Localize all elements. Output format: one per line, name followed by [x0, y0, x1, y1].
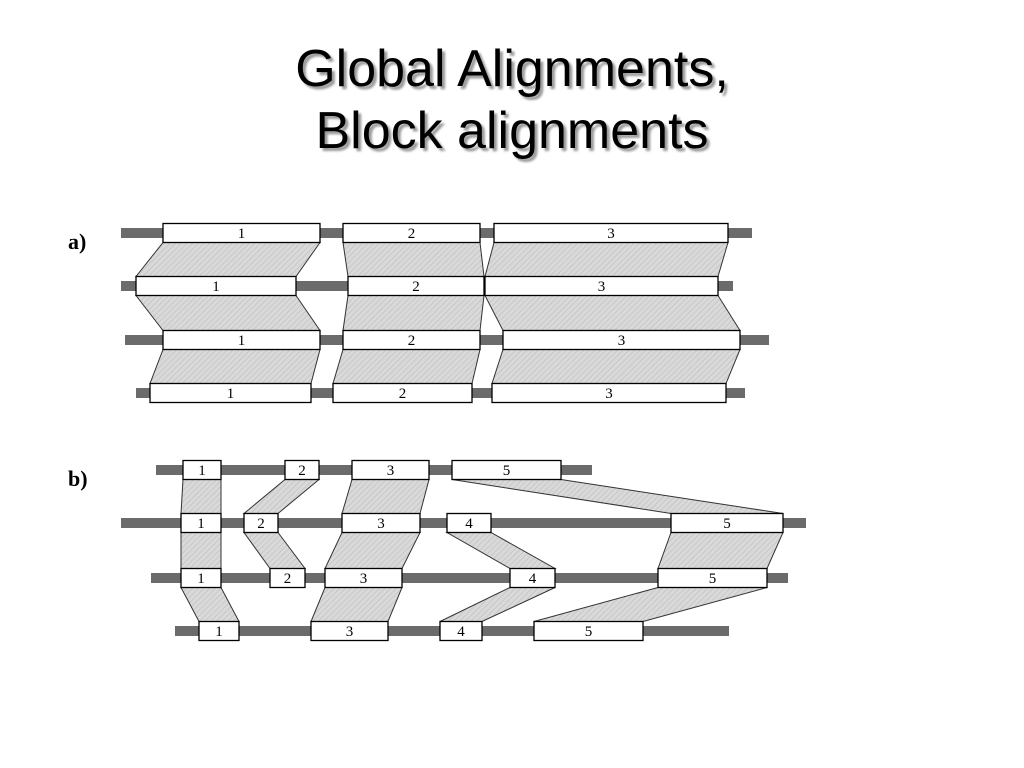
panel-b-backbone-row3: [151, 573, 788, 583]
panel-a-label: a): [68, 229, 87, 254]
connectors-layer: [134, 242, 784, 622]
panel-b-block-label-row2-5: 5: [723, 516, 731, 532]
panel-a-block-label-row3-2: 2: [408, 333, 416, 349]
panel-a-block-row1-1: [162, 222, 321, 244]
panel-b-block-label-row4-1: 1: [215, 624, 223, 640]
panel-a-connector-1-row1-to-row2: [134, 242, 321, 277]
panel-b-block-row4-4: [439, 620, 483, 642]
panel-b-connector-5-row2-to-row3: [657, 532, 784, 569]
panel-b-block-row3-2: [269, 567, 306, 589]
panel-b-block-row2-4: [446, 512, 492, 534]
panel-a-block-row2-1: [135, 275, 297, 297]
panel-b-block-label-row1-5: 5: [503, 463, 511, 479]
panel-a-block-label-row1-3: 3: [607, 226, 615, 242]
panel-b-block-label-row2-3: 3: [377, 516, 385, 532]
panel-a-block-row3-1: [162, 329, 321, 351]
panel-b-block-label-row1-2: 2: [298, 463, 306, 479]
panel-a-block-label-row2-3: 3: [598, 279, 606, 295]
panel-b-block-label-row1-3: 3: [387, 463, 395, 479]
panel-b-block-row4-3: [310, 620, 389, 642]
panel-b-label: b): [68, 466, 88, 491]
panel-a-block-label-row2-2: 2: [412, 279, 420, 295]
panel-a-block-label-row3-1: 1: [238, 333, 246, 349]
panel-b-block-row1-2: [284, 459, 320, 481]
panel-b-connector-4-row3-to-row4: [439, 587, 556, 622]
panel-b-connector-1-row3-to-row4: [180, 587, 240, 622]
title-line-1: Global Alignments,: [295, 40, 729, 98]
panel-b-block-label-row2-1: 1: [197, 516, 205, 532]
panel-a-block-label-row3-3: 3: [618, 333, 626, 349]
panel-a-connector-3-row2-to-row3: [484, 295, 741, 331]
panel-a-block-label-row1-1: 1: [238, 226, 246, 242]
panel-b-connector-1-row1-to-row2: [180, 479, 222, 514]
panel-b-block-row2-2: [243, 512, 279, 534]
panel-b-block-row2-3: [341, 512, 421, 534]
panel-b-block-row3-4: [509, 567, 556, 589]
panel-b-block-row3-5: [657, 567, 768, 589]
panel-a-connector-2-row2-to-row3: [342, 295, 485, 331]
panel-b-connector-2-row1-to-row2: [242, 479, 321, 514]
panel-b-block-label-row3-4: 4: [529, 571, 537, 587]
panel-b-connector-4-row2-to-row3: [445, 532, 557, 569]
panel-b-block-row4-1: [198, 620, 240, 642]
panel-b-block-label-row4-4: 4: [457, 624, 465, 640]
panel-a-block-label-row4-3: 3: [605, 386, 613, 402]
blocks-layer: 1 2 3 1 2 3 1 2 3 1 2 3 1 2 3 5 1 2 3 4 5 1 2 3 4 5 1 3 4 5: [135, 222, 784, 642]
panel-a-connector-3-row1-to-row2: [484, 242, 729, 277]
panel-b-block-label-row3-1: 1: [197, 571, 205, 587]
panel-a-block-label-row4-2: 2: [399, 386, 407, 402]
panel-a-connector-1-row3-to-row4: [149, 349, 321, 384]
panel-a-block-row4-2: [332, 382, 473, 404]
panel-b-connector-5-row3-to-row4: [533, 587, 768, 622]
panel-b-block-label-row2-4: 4: [465, 516, 473, 532]
panel-b-block-row1-1: [182, 459, 222, 481]
panel-b-block-row4-5: [533, 620, 644, 642]
panel-a-block-row3-2: [342, 329, 481, 351]
panel-b-connector-5-row1-to-row2: [451, 479, 784, 514]
panel-b-block-row1-3: [351, 459, 430, 481]
panel-b-block-label-row4-5: 5: [585, 624, 593, 640]
panel-b-connector-3-row2-to-row3: [324, 532, 421, 569]
panel-a-block-row3-3: [502, 329, 741, 351]
panel-b-block-label-row3-3: 3: [360, 571, 368, 587]
panel-b-connector-3-row3-to-row4: [310, 587, 403, 622]
panel-b-block-label-row3-5: 5: [709, 571, 717, 587]
panel-b-block-label-row2-2: 2: [257, 516, 265, 532]
panel-a-connector-3-row3-to-row4: [491, 349, 741, 384]
panel-a-connector-1-row2-to-row3: [134, 295, 321, 331]
panel-b-connector-1-row2-to-row3: [180, 532, 222, 569]
panel-a-block-row1-3: [493, 222, 729, 244]
panel-b-connector-3-row1-to-row2: [341, 479, 430, 514]
panel-a-block-row4-3: [491, 382, 727, 404]
title-line-2: Block alignments: [315, 102, 709, 160]
panel-a-block-label-row4-1: 1: [227, 386, 235, 402]
panel-a-block-row2-2: [347, 275, 485, 297]
panel-b-block-row2-5: [670, 512, 784, 534]
panel-a-block-label-row1-2: 2: [408, 226, 416, 242]
panel-a-block-row2-3: [484, 275, 719, 297]
panel-a-block-row1-2: [342, 222, 481, 244]
panel-b-block-row2-1: [180, 512, 222, 534]
panel-b-connector-2-row2-to-row3: [243, 532, 306, 569]
panel-a-block-row4-1: [149, 382, 312, 404]
panel-a-block-label-row2-1: 1: [212, 279, 220, 295]
panel-b-block-label-row1-1: 1: [198, 463, 206, 479]
panel-b-block-row3-3: [324, 567, 403, 589]
panel-b-block-row1-5: [451, 459, 562, 481]
panel-a-connector-2-row1-to-row2: [342, 242, 485, 277]
panel-b-block-row3-1: [180, 567, 222, 589]
slide-title: Global Alignments, Block alignments: [0, 38, 1024, 162]
panel-b-block-label-row3-2: 2: [284, 571, 292, 587]
panel-a-connector-2-row3-to-row4: [332, 349, 481, 384]
panel-b-block-label-row4-3: 3: [346, 624, 354, 640]
